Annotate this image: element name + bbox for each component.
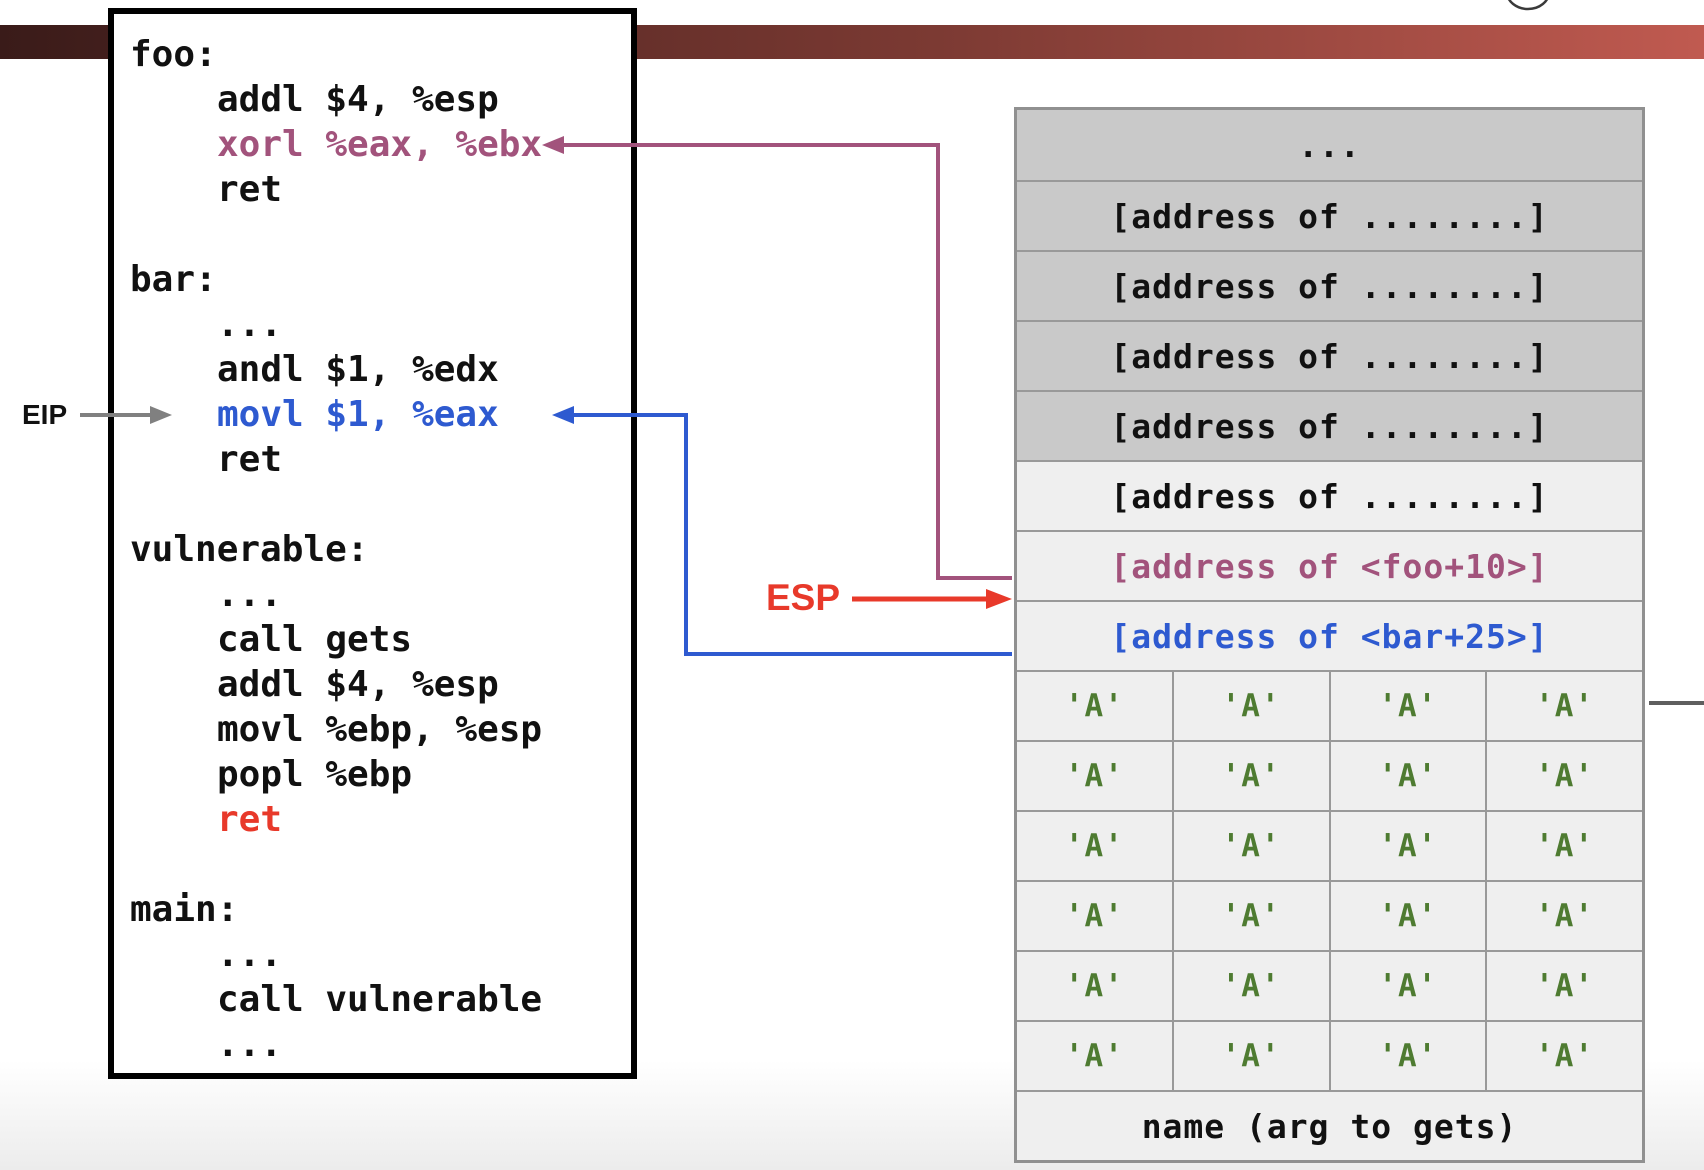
stack-byte-cell: 'A': [1064, 828, 1124, 864]
stack-byte-cell: 'A': [1064, 968, 1124, 1004]
stack-byte-cell: 'A': [1328, 812, 1486, 880]
stack-byte-cell: 'A': [1485, 812, 1642, 880]
partial-logo-mark: [1508, 0, 1548, 11]
code-line: ...: [217, 934, 283, 975]
code-line: addl $4, %esp: [217, 664, 499, 705]
stack-byte-cell: 'A': [1485, 672, 1642, 740]
code-line: ret: [217, 439, 283, 480]
stack-row: [address of <foo+10>]: [1017, 530, 1642, 600]
code-line: addl $4, %esp: [217, 79, 499, 120]
stack-row: 'A''A''A''A': [1017, 1020, 1642, 1090]
stack-row: [address of ........]: [1017, 460, 1642, 530]
stack-byte-cell: 'A': [1064, 1038, 1124, 1074]
code-line: popl %ebp: [217, 754, 413, 795]
stack-row: 'A''A''A''A': [1017, 950, 1642, 1020]
stack-byte-cell: 'A': [1064, 758, 1124, 794]
code-line: ...: [217, 1024, 283, 1065]
code-line: andl $1, %edx: [217, 349, 499, 390]
stack-byte-cell: 'A': [1485, 882, 1642, 950]
esp-register-label: ESP: [766, 577, 841, 618]
stack-row: [address of <bar+25>]: [1017, 600, 1642, 670]
code-line: call gets: [217, 619, 413, 660]
stack-row: [address of ........]: [1017, 250, 1642, 320]
stack-row: 'A''A''A''A': [1017, 810, 1642, 880]
stack-byte-cell: 'A': [1064, 898, 1124, 934]
stack-byte-cell: 'A': [1171, 672, 1329, 740]
stack-byte-cell: 'A': [1328, 952, 1486, 1020]
bar-gadget-arrow-line: [572, 413, 1012, 656]
bar-gadget-arrow-head: [552, 406, 574, 424]
code-line: bar:: [130, 259, 217, 300]
esp-arrow-head: [986, 589, 1012, 609]
stack-diagram-table: ...[address of ........][address of ....…: [1014, 107, 1645, 1163]
stack-byte-cell: 'A': [1485, 1022, 1642, 1090]
stack-byte-cell: 'A': [1171, 742, 1329, 810]
code-line: ...: [217, 304, 283, 345]
stack-byte-cell: 'A': [1171, 1022, 1329, 1090]
stack-byte-cell: 'A': [1328, 1022, 1486, 1090]
stack-row: name (arg to gets): [1017, 1090, 1642, 1160]
stack-byte-cell: 'A': [1485, 742, 1642, 810]
stack-byte-cell: 'A': [1328, 882, 1486, 950]
stack-row: 'A''A''A''A': [1017, 670, 1642, 740]
code-line: xorl %eax, %ebx: [217, 124, 543, 165]
stack-byte-cell: 'A': [1171, 812, 1329, 880]
stack-byte-cell: 'A': [1485, 952, 1642, 1020]
code-line: movl %ebp, %esp: [217, 709, 543, 750]
stack-byte-cell: 'A': [1171, 882, 1329, 950]
code-line: ret: [217, 799, 283, 840]
eip-arrow-head: [150, 406, 172, 424]
stack-row: ...: [1017, 110, 1642, 180]
stack-byte-cell: 'A': [1171, 952, 1329, 1020]
code-line: movl $1, %eax: [217, 394, 499, 435]
code-line: ...: [217, 574, 283, 615]
stack-row: [address of ........]: [1017, 180, 1642, 250]
stack-byte-cell: 'A': [1064, 688, 1124, 724]
code-line: ret: [217, 169, 283, 210]
stack-row: 'A''A''A''A': [1017, 880, 1642, 950]
code-line: call vulnerable: [217, 979, 543, 1020]
foo-gadget-arrow-line: [562, 143, 1012, 580]
stack-row: [address of ........]: [1017, 320, 1642, 390]
code-line: foo:: [130, 34, 217, 75]
code-line: main:: [130, 889, 239, 930]
foo-gadget-arrow-head: [542, 136, 564, 154]
stack-row: [address of ........]: [1017, 390, 1642, 460]
eip-register-label: EIP: [22, 399, 68, 430]
stack-byte-cell: 'A': [1328, 672, 1486, 740]
code-line: vulnerable:: [130, 529, 369, 570]
stack-byte-cell: 'A': [1328, 742, 1486, 810]
stack-row: 'A''A''A''A': [1017, 740, 1642, 810]
